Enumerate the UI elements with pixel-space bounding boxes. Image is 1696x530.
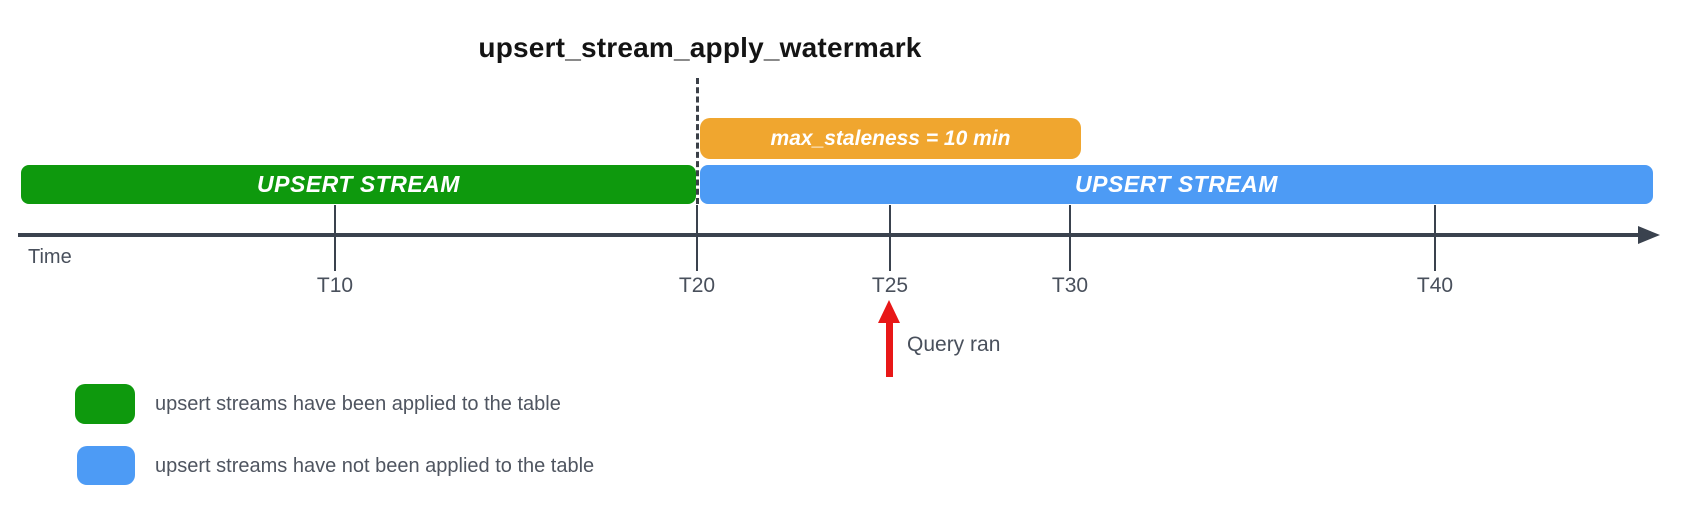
tick-line-T40	[1434, 205, 1436, 271]
tick-line-T25	[889, 205, 891, 271]
tick-line-T10	[334, 205, 336, 271]
time-axis-arrowhead-icon	[1638, 226, 1660, 244]
time-axis-line	[18, 233, 1640, 237]
tick-label-T40: T40	[1416, 274, 1454, 297]
max-staleness-label: max_staleness = 10 min	[770, 126, 1011, 150]
tick-line-T20	[696, 205, 698, 271]
tick-line-T30	[1069, 205, 1071, 271]
applied-bar-label: UPSERT STREAM	[257, 171, 460, 197]
time-axis-label: Time	[28, 246, 72, 268]
query-ran-arrow-shaft	[886, 320, 893, 377]
not-applied-bar-label: UPSERT STREAM	[1075, 171, 1278, 197]
tick-label-T10: T10	[316, 274, 354, 297]
query-ran-arrow-icon	[878, 300, 900, 323]
tick-label-T30: T30	[1051, 274, 1089, 297]
max-staleness-box: max_staleness = 10 min	[700, 118, 1081, 159]
upsert-stream-applied-bar: UPSERT STREAM	[21, 165, 696, 204]
upsert-stream-not-applied-bar: UPSERT STREAM	[700, 165, 1653, 204]
legend-label-applied: upsert streams have been applied to the …	[155, 393, 561, 415]
tick-label-T20: T20	[678, 274, 716, 297]
diagram-title: upsert_stream_apply_watermark	[478, 32, 922, 63]
tick-label-T25: T25	[871, 274, 909, 297]
legend-swatch-applied	[75, 384, 135, 424]
watermark-dashed-line	[696, 78, 699, 204]
legend-label-not-applied: upsert streams have not been applied to …	[155, 455, 595, 477]
query-ran-label: Query ran	[907, 333, 1001, 356]
legend-swatch-not-applied	[77, 446, 135, 485]
